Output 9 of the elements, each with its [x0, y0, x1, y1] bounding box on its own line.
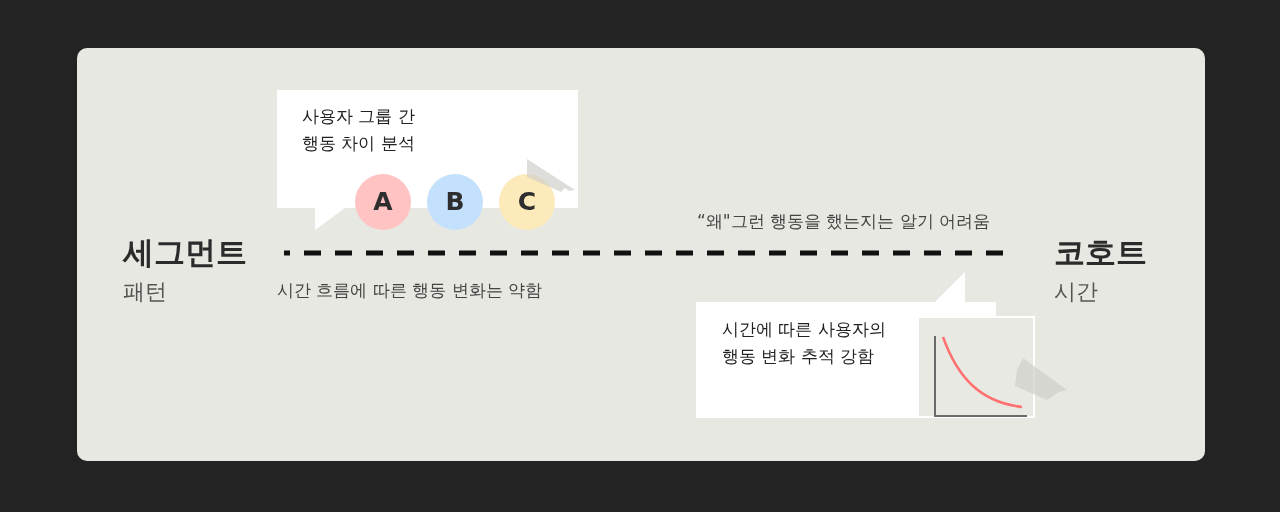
bubble-text: 시간에 따른 사용자의 행동 변화 추적 강함: [722, 318, 887, 368]
term-subtitle: 시간: [1054, 278, 1098, 306]
bubble-text: 사용자 그룹 간 행동 차이 분석: [302, 105, 416, 155]
dashed-line: [284, 250, 1006, 256]
term-heading: 코호트: [1054, 233, 1147, 272]
annotation-text: “왜"그런 행동을 했는지는 알기 어려움: [697, 210, 991, 232]
term-subtitle: 패턴: [123, 278, 167, 306]
annotation-text: 시간 흐름에 따른 행동 변화는 약함: [277, 279, 543, 301]
term-heading: 세그먼트: [123, 233, 247, 272]
